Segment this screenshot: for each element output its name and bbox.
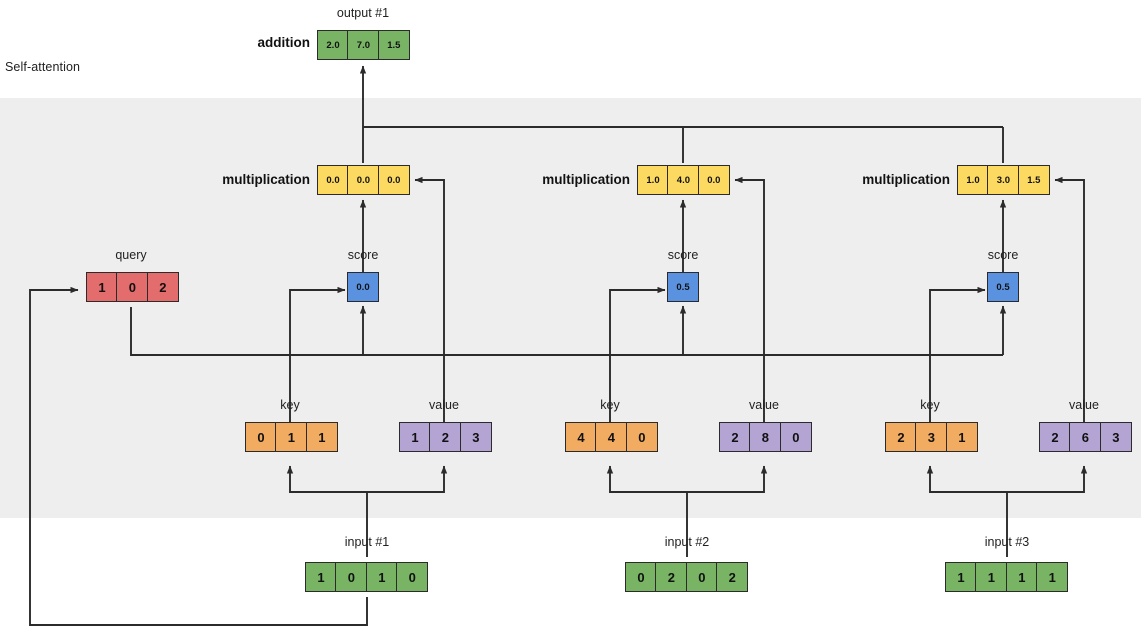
input-cell: 2	[655, 562, 688, 592]
value-cell: 1	[399, 422, 431, 452]
key-cell: 4	[565, 422, 597, 452]
value-cell: 3	[459, 422, 492, 452]
input-vector-2: 0 2 0 2	[625, 562, 749, 592]
input-caption-2: input #2	[664, 535, 710, 549]
multiplication-vector-3: 1.0 3.0 1.5	[957, 165, 1050, 195]
multiplication-vector-1: 0.0 0.0 0.0	[317, 165, 410, 195]
multiplication-cell: 0.0	[317, 165, 349, 195]
multiplication-vector-2: 1.0 4.0 0.0	[637, 165, 730, 195]
output-cell: 2.0	[317, 30, 349, 60]
key-cell: 1	[305, 422, 338, 452]
value-vector-3: 2 6 3	[1039, 422, 1132, 452]
key-cell: 2	[885, 422, 917, 452]
key-cell: 3	[915, 422, 948, 452]
multiplication-cell: 0.0	[697, 165, 730, 195]
addition-label: addition	[257, 35, 311, 50]
key-cell: 1	[275, 422, 308, 452]
score-vector-3: 0.5	[987, 272, 1019, 302]
value-vector-1: 1 2 3	[399, 422, 492, 452]
output-caption: output #1	[336, 6, 390, 20]
key-cell: 0	[245, 422, 277, 452]
score-cell: 0.5	[987, 272, 1019, 302]
output-cell: 1.5	[377, 30, 410, 60]
key-cell: 0	[625, 422, 658, 452]
multiplication-cell: 4.0	[667, 165, 700, 195]
input-caption-1: input #1	[344, 535, 390, 549]
score-caption-3: score	[987, 248, 1019, 262]
key-cell: 1	[945, 422, 978, 452]
score-caption-1: score	[347, 248, 379, 262]
output-vector: 2.0 7.0 1.5	[317, 30, 410, 60]
self-attention-panel-label: Self-attention	[5, 60, 81, 74]
query-cell: 0	[116, 272, 149, 302]
input-cell: 1	[945, 562, 977, 592]
value-caption-2: value	[749, 398, 779, 412]
key-caption-1: key	[280, 398, 300, 412]
value-vector-2: 2 8 0	[719, 422, 812, 452]
output-cell: 7.0	[347, 30, 380, 60]
value-cell: 6	[1069, 422, 1102, 452]
key-vector-3: 2 3 1	[885, 422, 978, 452]
multiplication-label-2: multiplication	[542, 172, 630, 187]
query-vector: 1 0 2	[86, 272, 179, 302]
key-caption-2: key	[600, 398, 620, 412]
value-caption-3: value	[1069, 398, 1099, 412]
score-vector-1: 0.0	[347, 272, 379, 302]
key-cell: 4	[595, 422, 628, 452]
input-caption-3: input #3	[984, 535, 1030, 549]
query-cell: 2	[146, 272, 179, 302]
input-cell: 0	[335, 562, 368, 592]
multiplication-cell: 0.0	[347, 165, 380, 195]
value-cell: 2	[719, 422, 751, 452]
input-cell: 0	[396, 562, 429, 592]
multiplication-label-3: multiplication	[862, 172, 950, 187]
value-cell: 3	[1099, 422, 1132, 452]
query-caption: query	[115, 248, 147, 262]
value-cell: 8	[749, 422, 782, 452]
multiplication-cell: 1.5	[1017, 165, 1050, 195]
multiplication-cell: 3.0	[987, 165, 1020, 195]
multiplication-cell: 1.0	[957, 165, 989, 195]
input-cell: 0	[685, 562, 718, 592]
score-cell: 0.0	[347, 272, 379, 302]
multiplication-label-1: multiplication	[222, 172, 310, 187]
multiplication-cell: 0.0	[377, 165, 410, 195]
input-vector-1: 1 0 1 0	[305, 562, 429, 592]
value-cell: 2	[1039, 422, 1071, 452]
input-cell: 1	[1005, 562, 1038, 592]
input-cell: 0	[625, 562, 657, 592]
value-caption-1: value	[429, 398, 459, 412]
input-cell: 1	[365, 562, 398, 592]
key-caption-3: key	[920, 398, 940, 412]
value-cell: 2	[429, 422, 462, 452]
input-cell: 2	[716, 562, 749, 592]
input-vector-3: 1 1 1 1	[945, 562, 1069, 592]
query-cell: 1	[86, 272, 118, 302]
score-vector-2: 0.5	[667, 272, 699, 302]
score-caption-2: score	[667, 248, 699, 262]
input-cell: 1	[1036, 562, 1069, 592]
input-cell: 1	[975, 562, 1008, 592]
key-vector-2: 4 4 0	[565, 422, 658, 452]
input-cell: 1	[305, 562, 337, 592]
value-cell: 0	[779, 422, 812, 452]
key-vector-1: 0 1 1	[245, 422, 338, 452]
score-cell: 0.5	[667, 272, 699, 302]
multiplication-cell: 1.0	[637, 165, 669, 195]
